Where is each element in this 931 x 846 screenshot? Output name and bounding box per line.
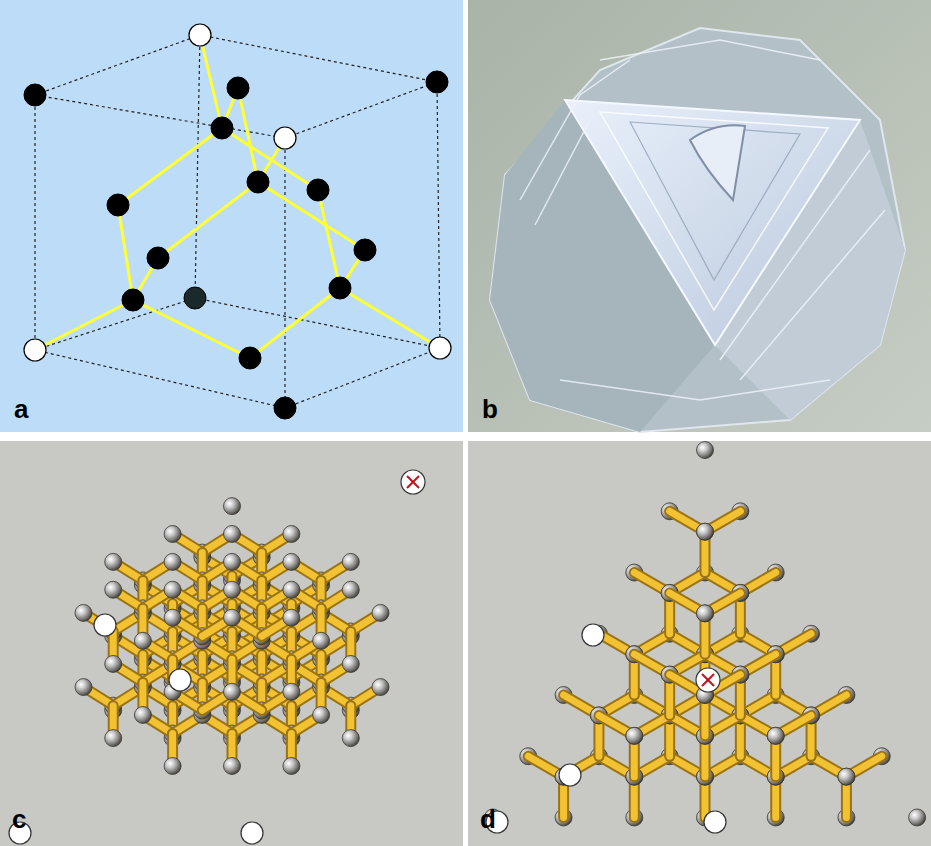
marked-atom — [94, 614, 116, 636]
atom-ball — [134, 632, 151, 649]
marked-atom — [559, 764, 581, 786]
atom-ball — [313, 706, 330, 723]
atom-ball — [697, 605, 714, 622]
atom-ball — [697, 523, 714, 540]
atom-ball — [164, 609, 181, 626]
atom-ball — [697, 605, 714, 622]
atom-ball — [224, 581, 241, 598]
atom-ball — [283, 683, 300, 700]
atom-ball — [767, 727, 784, 744]
atom-ball — [75, 604, 92, 621]
atom-ball — [75, 679, 92, 696]
panel-letter: c — [12, 806, 26, 832]
atom-ball — [697, 442, 714, 459]
atom-ball — [164, 581, 181, 598]
atom-ball — [697, 523, 714, 540]
atom-ball — [283, 609, 300, 626]
marked-atom — [582, 624, 604, 646]
atom-ball — [105, 655, 122, 672]
atom-ball — [283, 757, 300, 774]
atom-ball — [164, 553, 181, 570]
atom-ball — [342, 655, 359, 672]
atom-ball — [164, 757, 181, 774]
atom-ball — [342, 553, 359, 570]
diamond-photo — [468, 0, 931, 432]
atom-ball — [224, 609, 241, 626]
unit-cell-panel — [0, 0, 463, 432]
crossed-atom — [696, 668, 720, 692]
atom-ball — [105, 730, 122, 747]
atom-ball — [372, 679, 389, 696]
model-photo-ground — [468, 441, 931, 846]
atom-ball — [283, 526, 300, 543]
marked-atom — [704, 811, 726, 833]
atom-ball — [105, 553, 122, 570]
atom-ball — [313, 632, 330, 649]
atom-ball — [224, 498, 241, 515]
atom-ball — [134, 706, 151, 723]
atom-ball — [767, 727, 784, 744]
atom-ball — [342, 581, 359, 598]
panel-letter: d — [480, 806, 496, 832]
lattice-model — [484, 442, 925, 826]
atom-ball — [283, 553, 300, 570]
atom-ball — [838, 768, 855, 785]
atom-ball — [224, 757, 241, 774]
atom-ball — [164, 526, 181, 543]
atom-ball — [909, 809, 926, 826]
marked-atom — [241, 822, 263, 844]
atom-ball — [372, 604, 389, 621]
model-photo-ground — [0, 441, 463, 846]
atom-ball — [838, 768, 855, 785]
atom-ball — [626, 727, 643, 744]
atom-ball — [224, 683, 241, 700]
atom-ball — [342, 730, 359, 747]
panel-letter: a — [14, 396, 28, 422]
marked-atom — [169, 669, 191, 691]
atom-ball — [224, 526, 241, 543]
atom-ball — [105, 581, 122, 598]
atom-markers — [9, 470, 726, 844]
atom-ball — [283, 581, 300, 598]
panel-letter: b — [482, 396, 498, 422]
atom-ball — [224, 553, 241, 570]
crossed-atom — [401, 470, 425, 494]
lattice-model — [75, 498, 389, 775]
atom-ball — [626, 727, 643, 744]
